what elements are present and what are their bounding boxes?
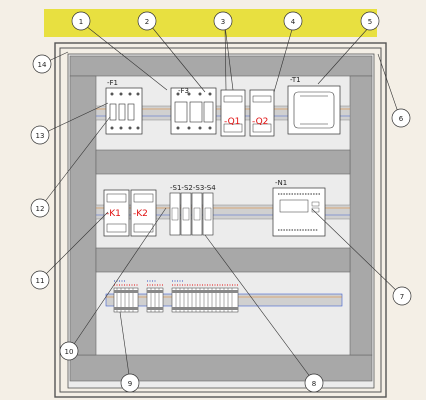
label-f3: -F3 bbox=[178, 87, 189, 95]
breaker-f1 bbox=[105, 87, 143, 135]
callout-10: 10 bbox=[59, 341, 79, 361]
switch-group-s1-s4 bbox=[169, 192, 214, 236]
label-f1: -F1 bbox=[107, 79, 118, 87]
callout-5: 5 bbox=[360, 11, 380, 31]
plc-n1 bbox=[272, 187, 326, 237]
wiring-ducts bbox=[69, 55, 373, 382]
label-q1: -Q1 bbox=[224, 117, 240, 127]
callout-11-number: 11 bbox=[36, 277, 45, 285]
contactor-k2 bbox=[130, 189, 157, 237]
label-s-group: -S1-S2-S3-S4 bbox=[170, 184, 216, 192]
callout-9-number: 9 bbox=[128, 380, 132, 388]
label-t1: -T1 bbox=[290, 76, 301, 84]
callout-13: 13 bbox=[30, 125, 50, 145]
label-k2: -K2 bbox=[133, 209, 148, 219]
motor-protector-q1 bbox=[220, 89, 246, 137]
callout-6: 6 bbox=[391, 108, 411, 128]
callout-1-number: 1 bbox=[79, 18, 83, 26]
label-q2: -Q2 bbox=[252, 117, 268, 127]
callout-14-number: 14 bbox=[38, 61, 47, 69]
callout-10-number: 10 bbox=[65, 348, 74, 356]
contactor-k1 bbox=[103, 189, 130, 237]
callout-11: 11 bbox=[30, 270, 50, 290]
callout-8: 8 bbox=[304, 373, 324, 393]
terminal-block-x1 bbox=[113, 287, 139, 313]
callout-12-number: 12 bbox=[36, 205, 45, 213]
terminal-block-x2 bbox=[146, 287, 164, 313]
callout-7: 7 bbox=[392, 286, 412, 306]
label-k1: -K1 bbox=[106, 209, 121, 219]
callout-2: 2 bbox=[137, 11, 157, 31]
transformer-t1 bbox=[287, 85, 341, 135]
callout-13-number: 13 bbox=[36, 132, 45, 140]
callout-2-number: 2 bbox=[145, 18, 149, 26]
callout-1: 1 bbox=[71, 11, 91, 31]
label-n1: -N1 bbox=[275, 179, 287, 187]
callout-7-number: 7 bbox=[400, 293, 404, 301]
header-strip bbox=[44, 9, 377, 37]
callout-4-number: 4 bbox=[291, 18, 296, 26]
callout-3-number: 3 bbox=[221, 18, 225, 26]
callout-9: 9 bbox=[120, 373, 140, 393]
callout-3: 3 bbox=[213, 11, 233, 31]
motor-protector-q2 bbox=[249, 89, 275, 137]
breaker-f3 bbox=[170, 87, 217, 135]
terminal-header-marks bbox=[114, 280, 238, 286]
callout-5-number: 5 bbox=[368, 18, 372, 26]
terminal-block-x3 bbox=[171, 287, 239, 313]
callout-8-number: 8 bbox=[312, 380, 316, 388]
callout-6-number: 6 bbox=[399, 115, 404, 123]
leader-lines bbox=[39, 25, 403, 383]
callout-12: 12 bbox=[30, 198, 50, 218]
callout-14: 14 bbox=[32, 54, 52, 74]
callout-4: 4 bbox=[283, 11, 303, 31]
